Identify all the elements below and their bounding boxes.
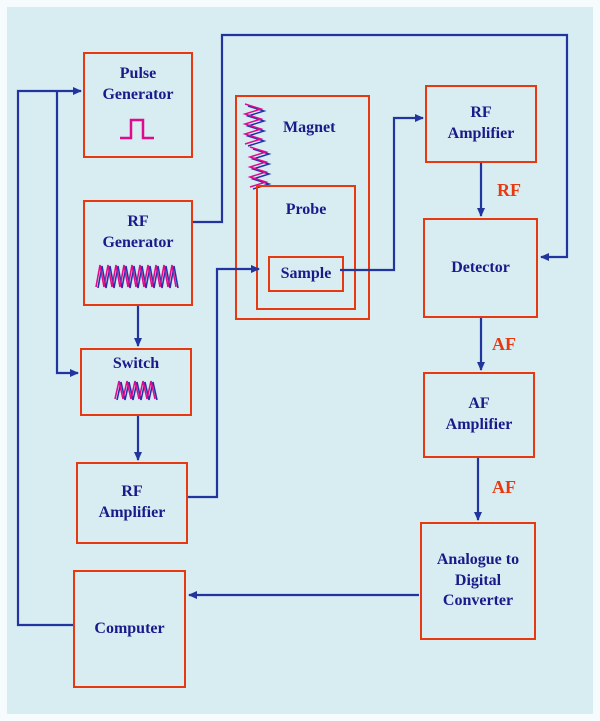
af-amplifier-label: AF Amplifier	[445, 395, 513, 433]
block-analogue-to-digital-converter: Analogue to Digital Converter	[420, 522, 536, 640]
pulse-generator-label: Pulse Generator	[102, 65, 174, 103]
switch-label: Switch	[112, 355, 160, 372]
block-rf-amplifier-transmit: RF Amplifier	[76, 462, 188, 544]
computer-label: Computer	[94, 619, 165, 637]
magnet-label: Magnet	[283, 119, 336, 136]
block-rf-amplifier-receive: RF Amplifier	[425, 85, 537, 163]
rf-amplifier-receive-label: RF Amplifier	[447, 104, 515, 142]
square-pulse-waveform-icon	[120, 118, 154, 139]
block-magnet: Magnet Probe Sample	[235, 95, 370, 320]
block-detector: Detector	[423, 218, 538, 318]
rf-generator-label: RF Generator	[102, 213, 174, 251]
detector-label: Detector	[451, 258, 510, 276]
rf-amplifier-transmit-label: RF Amplifier	[98, 483, 166, 521]
probe-label: Probe	[285, 201, 327, 218]
block-rf-generator: RF Generator	[83, 200, 193, 306]
block-probe: Probe Sample	[256, 185, 356, 310]
block-af-amplifier: AF Amplifier	[423, 372, 535, 458]
adc-label: Analogue to Digital Converter	[436, 550, 520, 610]
signal-label-af-1: AF	[492, 334, 516, 354]
wire-pulse-generator-to-switch	[55, 91, 79, 377]
signal-label-rf: RF	[497, 180, 521, 200]
sample-label: Sample	[280, 264, 332, 282]
block-computer: Computer	[73, 570, 186, 688]
coil-waveform-icon	[242, 103, 267, 147]
wire-computer-to-pulse-generator	[16, 87, 82, 627]
signal-label-af-2: AF	[492, 477, 516, 497]
block-switch: Switch	[80, 348, 192, 416]
rf-sine-waveform-icon	[114, 380, 158, 400]
rf-sine-waveform-icon	[95, 264, 179, 288]
block-pulse-generator: Pulse Generator	[83, 52, 193, 158]
block-sample: Sample	[268, 256, 344, 292]
